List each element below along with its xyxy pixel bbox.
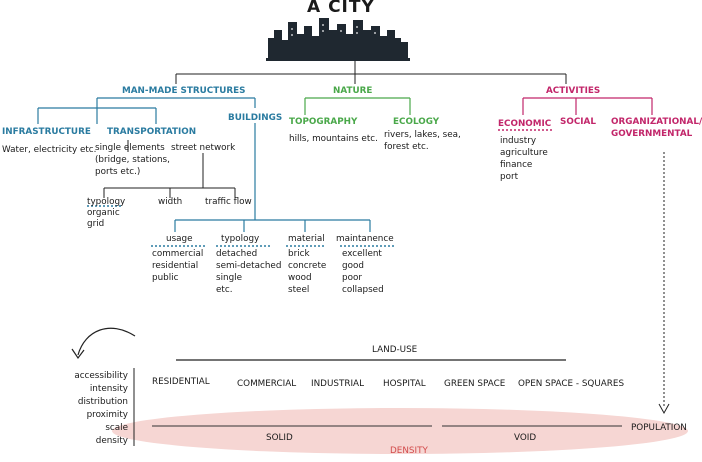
land-use-item-industrial: INDUSTRIAL [311, 379, 364, 389]
buildings-maintanence-item: excellent [342, 249, 382, 259]
buildings-usage-item: public [152, 273, 179, 283]
population-label: POPULATION [631, 423, 687, 433]
buildings-material-label: material [288, 234, 325, 244]
nature-lines [304, 97, 411, 115]
buildings-typology-item: etc. [216, 285, 233, 295]
buildings-usage-label: usage [166, 234, 193, 244]
buildings-material-item: wood [288, 273, 312, 283]
infrastructure-heading: INFRASTRUCTURE [2, 127, 91, 137]
street-network-label: street network [171, 143, 236, 153]
organizational-heading-line1: ORGANIZATIONAL/ [611, 117, 702, 127]
buildings-material-item: concrete [288, 261, 327, 271]
activities-lines [522, 97, 653, 115]
transport-typology-label: typology [87, 197, 126, 207]
top-tree-lines [175, 60, 567, 84]
social-heading: SOCIAL [560, 117, 596, 127]
curved-arrow [71, 327, 136, 360]
dotted-underlines [87, 129, 552, 247]
measure-item: accessibility [74, 371, 128, 381]
buildings-typology-item: detached [216, 249, 258, 259]
nature-heading: NATURE [333, 86, 373, 96]
transport-typology-item: organic [87, 208, 120, 218]
solid-label: SOLID [266, 433, 293, 443]
transport-single-elements-line1: single elements [95, 143, 165, 153]
economic-heading: ECONOMIC [498, 119, 552, 129]
man-made-lines [37, 97, 371, 232]
skyline-windows [291, 24, 376, 36]
transportation-heading: TRANSPORTATION [107, 127, 197, 137]
buildings-typology-item: single [216, 273, 243, 283]
transport-single-elements-line3: ports etc.) [95, 167, 141, 177]
ecology-heading: ECOLOGY [393, 117, 440, 127]
transport-width-label: width [158, 197, 183, 207]
organizational-heading-line2: GOVERNMENTAL [611, 129, 693, 139]
buildings-typology-item: semi-detached [216, 261, 282, 271]
transport-lines [103, 140, 236, 198]
land-use-item-open-space: OPEN SPACE - SQUARES [518, 379, 625, 389]
economic-item: agriculture [500, 148, 548, 158]
buildings-maintanence-label: maintanence [336, 234, 394, 244]
transport-traffic-flow-label: traffic flow [205, 197, 252, 207]
land-use-item-commercial: COMMERCIAL [237, 379, 297, 389]
buildings-heading: BUILDINGS [228, 113, 283, 123]
void-label: VOID [514, 433, 537, 443]
topography-desc: hills, mountains etc. [289, 134, 378, 144]
density-label: DENSITY [390, 446, 428, 456]
ecology-desc-line2: forest etc. [384, 142, 429, 152]
topography-heading: TOPOGRAPHY [289, 117, 358, 127]
density-ellipse [112, 408, 688, 454]
land-use-item-hospital: HOSPITAL [383, 379, 426, 389]
land-use-item-green-space: GREEN SPACE [444, 379, 506, 389]
man-made-structures-heading: MAN-MADE STRUCTURES [122, 86, 246, 96]
buildings-maintanence-item: collapsed [342, 285, 384, 295]
transport-single-elements-line2: (bridge, stations, [95, 155, 170, 165]
economic-item: finance [500, 160, 533, 170]
diagram-title: A CITY [307, 0, 375, 17]
buildings-typology-label: typology [221, 234, 260, 244]
measure-item: distribution [77, 397, 128, 407]
land-use-item-residential: RESIDENTIAL [152, 377, 210, 387]
buildings-material-item: steel [288, 285, 310, 295]
buildings-usage-item: residential [152, 261, 199, 271]
buildings-maintanence-item: poor [342, 273, 362, 283]
city-skyline-icon [266, 18, 410, 61]
buildings-material-item: brick [288, 249, 310, 259]
infrastructure-desc: Water, electricity etc. [2, 145, 97, 155]
ecology-desc-line1: rivers, lakes, sea, [384, 130, 461, 140]
measure-item: scale [105, 423, 128, 433]
measure-item: intensity [89, 384, 128, 394]
buildings-maintanence-item: good [342, 261, 364, 271]
economic-item: port [500, 172, 519, 182]
buildings-usage-item: commercial [152, 249, 204, 259]
transport-typology-item: grid [87, 219, 105, 229]
activities-heading: ACTIVITIES [546, 86, 601, 96]
measure-item: proximity [86, 410, 128, 420]
land-use-heading: LAND-USE [372, 345, 418, 355]
measure-item: density [95, 436, 128, 446]
population-arrow [658, 152, 670, 415]
economic-item: industry [500, 136, 537, 146]
